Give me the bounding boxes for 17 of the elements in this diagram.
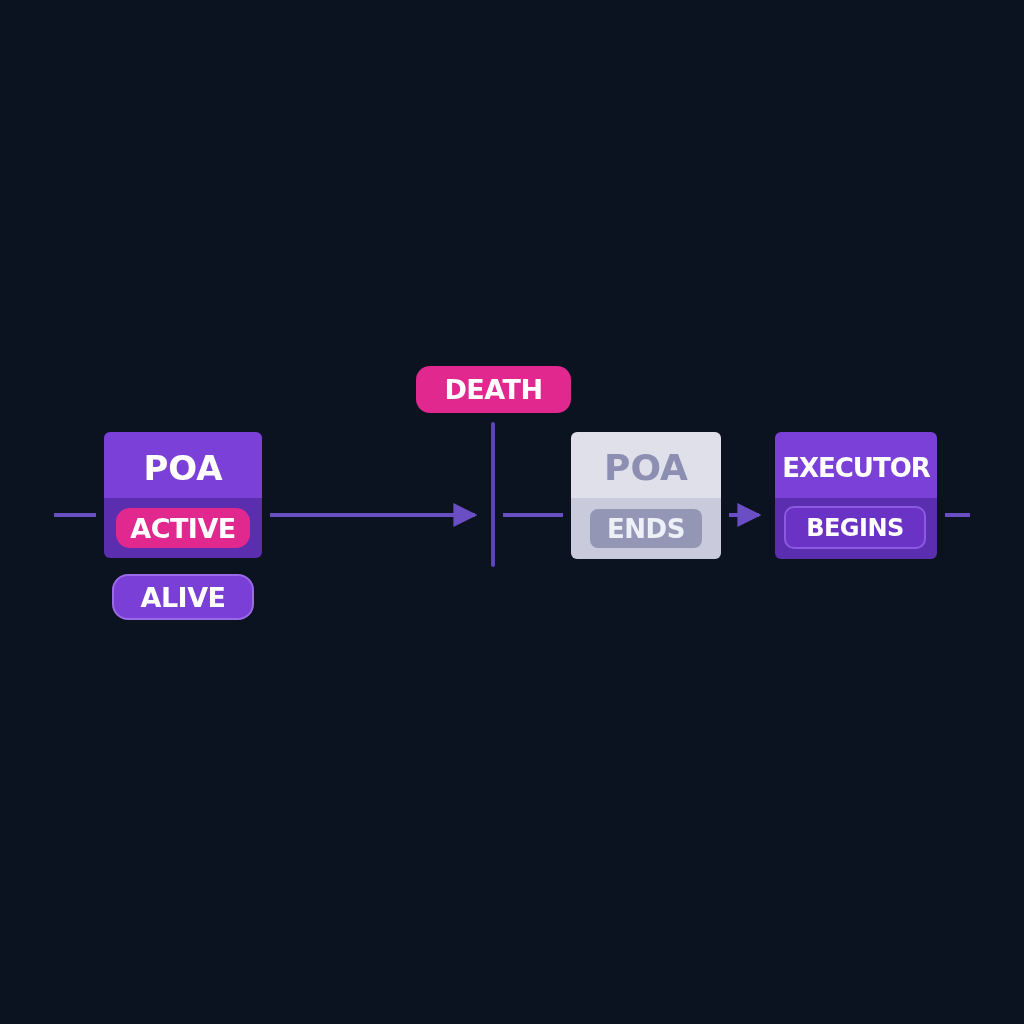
stage-title: POA [604,446,688,490]
status-pill: ALIVE [112,574,254,620]
status-pill: ENDS [590,509,702,548]
stage-card [775,432,937,559]
status-pill: BEGINS [784,506,926,549]
connector-line [945,513,970,517]
stage-card [104,432,262,558]
status-pill: ACTIVE [116,508,250,548]
stage-title: POA [143,447,223,490]
event-divider [491,422,495,567]
stage-card [571,432,721,559]
stage-title: EXECUTOR [782,452,930,485]
connector-line [54,513,96,517]
arrow [270,503,478,527]
connector-line [503,513,563,517]
arrow [729,503,762,527]
status-pill: DEATH [416,366,571,413]
